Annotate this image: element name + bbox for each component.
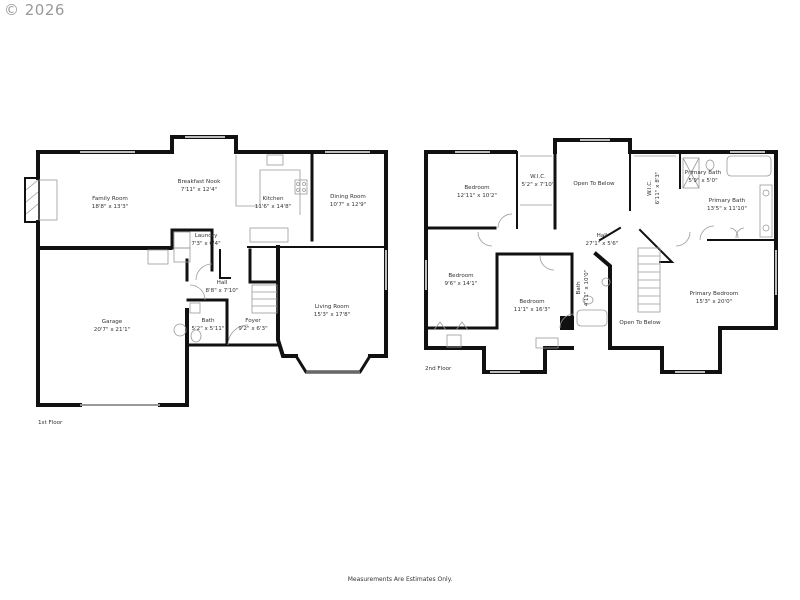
first-floor-fixtures xyxy=(25,136,387,406)
room-dims: 7'11" x 12'4" xyxy=(180,187,218,193)
room-name: Living Room xyxy=(314,304,350,310)
room-name: Hall xyxy=(216,280,228,286)
room-name: Dining Room xyxy=(330,194,366,200)
room-bath-2: Bath 4'11" x 10'0" xyxy=(575,270,591,306)
second-floor-fixtures xyxy=(425,139,777,373)
room-primary-bath: Primary Bath 13'5" x 11'10" xyxy=(707,197,747,213)
room-name: Bath xyxy=(576,281,582,295)
room-dining-room: Dining Room 10'7" x 12'9" xyxy=(330,193,366,209)
room-name: Foyer xyxy=(245,318,261,324)
room-bedroom-2: Bedroom 9'6" x 14'1" xyxy=(445,272,478,288)
room-bedroom-3: Bedroom 11'1" x 16'3" xyxy=(514,298,550,314)
room-name: Bedroom xyxy=(448,273,474,279)
floor-label-1st: 1st Floor xyxy=(38,420,63,426)
room-name: Primary Bath xyxy=(684,170,722,176)
room-dims: 5'2" x 7'10" xyxy=(521,182,555,188)
room-hall-2: Hall 27'1" x 5'6" xyxy=(586,232,619,248)
room-name: Hall xyxy=(596,233,608,239)
room-name: Bedroom xyxy=(464,185,490,191)
copyright-watermark: © 2026 xyxy=(4,1,65,19)
room-name: Open To Below xyxy=(619,320,661,326)
measurements-disclaimer: Measurements Are Estimates Only. xyxy=(347,576,453,583)
room-dims: 9'2" x 6'3" xyxy=(238,326,268,332)
room-dims: 18'8" x 13'3" xyxy=(91,204,129,210)
room-dims: 15'3" x 20'0" xyxy=(695,299,733,305)
room-living-room: Living Room 15'3" x 17'8" xyxy=(314,303,350,319)
room-hall: Hall 8'8" x 7'10" xyxy=(206,279,239,295)
first-floor-walls xyxy=(24,135,388,407)
room-foyer: Foyer 9'2" x 6'3" xyxy=(238,317,267,333)
room-dims: 10'7" x 12'9" xyxy=(329,202,367,208)
room-name: W.I.C. xyxy=(647,180,653,196)
room-name: Family Room xyxy=(92,196,128,202)
room-dims: 4'11" x 10'0" xyxy=(584,269,590,307)
room-name: Garage xyxy=(101,319,123,325)
room-open-to-below-1: Open To Below xyxy=(573,180,614,188)
room-dims: 8'8" x 7'10" xyxy=(205,288,239,294)
room-laundry: Laundry 7'3" x 6'4" xyxy=(191,232,220,248)
room-name: Bath xyxy=(201,318,215,324)
room-primary-bedroom: Primary Bedroom 15'3" x 20'0" xyxy=(690,290,739,306)
room-name: Kitchen xyxy=(262,196,284,202)
room-bedroom-1: Bedroom 12'11" x 10'2" xyxy=(457,184,497,200)
floor-label-2nd: 2nd Floor xyxy=(425,366,452,372)
room-name: Breakfast Nook xyxy=(177,179,221,185)
room-name: Primary Bedroom xyxy=(689,291,739,297)
room-dims: 11'6" x 14'8" xyxy=(254,204,292,210)
room-dims: 27'1" x 5'6" xyxy=(585,241,619,247)
room-dims: 7'3" x 6'4" xyxy=(191,241,221,247)
room-wic-2: W.I.C. 6'11" x 8'3" xyxy=(646,172,662,205)
room-dims: 15'3" x 17'8" xyxy=(313,312,351,318)
room-name: W.I.C. xyxy=(530,174,546,180)
room-dims: 9'6" x 14'1" xyxy=(444,281,478,287)
first-floor-bay-window xyxy=(294,355,372,374)
room-family-room: Family Room 18'8" x 13'3" xyxy=(92,195,128,211)
room-dims: 11'1" x 16'3" xyxy=(513,307,551,313)
room-kitchen: Kitchen 11'6" x 14'8" xyxy=(255,195,291,211)
room-bath: Bath 5'2" x 5'11" xyxy=(192,317,225,333)
room-dims: 5'2" x 5'11" xyxy=(191,326,225,332)
room-breakfast-nook: Breakfast Nook 7'11" x 12'4" xyxy=(178,178,221,194)
room-name: Laundry xyxy=(194,233,218,239)
room-dims: 5'9" x 5'0" xyxy=(688,178,718,184)
room-name: Open To Below xyxy=(573,181,615,187)
room-name: Primary Bath xyxy=(708,198,746,204)
room-primary-bath-small: Primary Bath 5'9" x 5'0" xyxy=(685,169,721,185)
room-wic-1: W.I.C. 5'2" x 7'10" xyxy=(522,173,555,189)
room-garage: Garage 20'7" x 21'1" xyxy=(94,318,130,334)
room-name: Bedroom xyxy=(519,299,545,305)
room-dims: 6'11" x 8'3" xyxy=(655,171,661,205)
second-floor-walls xyxy=(424,138,778,374)
room-dims: 20'7" x 21'1" xyxy=(93,327,131,333)
room-dims: 12'11" x 10'2" xyxy=(456,193,498,199)
room-open-to-below-2: Open To Below xyxy=(619,319,660,327)
room-dims: 13'5" x 11'10" xyxy=(706,206,748,212)
